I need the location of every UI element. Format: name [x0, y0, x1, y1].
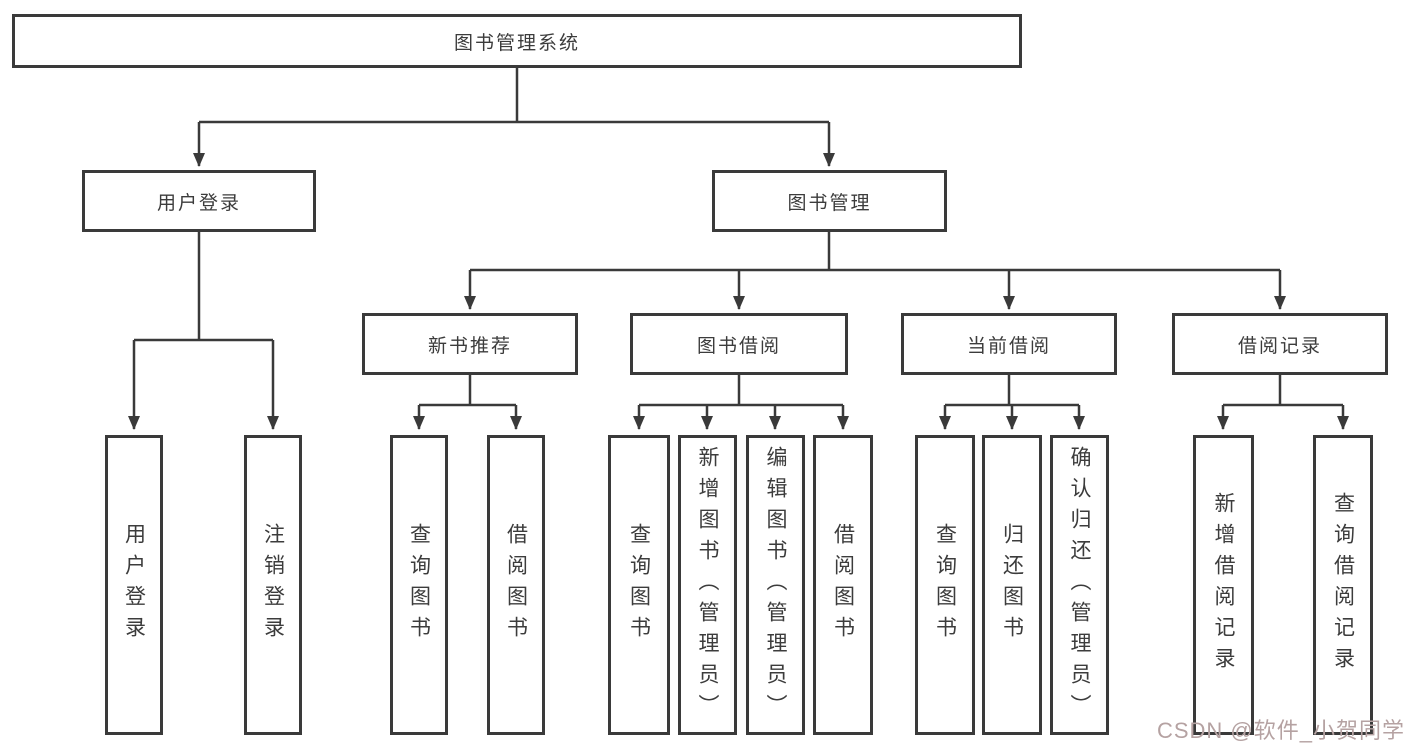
leaf-label: 编辑图书（管理员）	[764, 445, 787, 725]
leaf-logout: 注销登录	[244, 435, 302, 735]
node-label: 借阅记录	[1237, 335, 1322, 357]
node-label: 新书推荐	[427, 335, 512, 357]
leaf-query-borrow-record: 查询借阅记录	[1313, 435, 1373, 735]
leaf-borrow-books-recommend: 借阅图书	[487, 435, 545, 735]
node-label: 图书管理系统	[453, 32, 580, 54]
leaf-label: 查询图书	[627, 523, 651, 647]
leaf-add-borrow-record: 新增借阅记录	[1193, 435, 1254, 735]
leaf-edit-book-admin: 编辑图书（管理员）	[746, 435, 805, 735]
node-book-management: 图书管理	[712, 170, 947, 232]
leaf-add-book-admin: 新增图书（管理员）	[678, 435, 737, 735]
leaf-label: 新增图书（管理员）	[696, 445, 719, 725]
leaf-label: 借阅图书	[831, 523, 855, 647]
node-label: 图书借阅	[696, 335, 781, 357]
node-user-login: 用户登录	[82, 170, 316, 232]
node-book-management-system: 图书管理系统	[12, 14, 1022, 68]
leaf-label: 借阅图书	[504, 523, 528, 647]
node-book-borrowing: 图书借阅	[630, 313, 848, 375]
leaf-label: 查询图书	[407, 523, 431, 647]
leaf-label: 注销登录	[261, 523, 285, 647]
leaf-query-books-recommend: 查询图书	[390, 435, 448, 735]
leaf-label: 新增借阅记录	[1212, 492, 1235, 678]
node-label: 用户登录	[156, 192, 241, 214]
leaf-borrow-books-borrow: 借阅图书	[813, 435, 873, 735]
leaf-user-login: 用户登录	[105, 435, 163, 735]
leaf-query-books-borrow: 查询图书	[608, 435, 670, 735]
leaf-confirm-return-admin: 确认归还（管理员）	[1050, 435, 1109, 735]
leaf-return-book: 归还图书	[982, 435, 1042, 735]
leaf-label: 用户登录	[122, 523, 146, 647]
leaf-label: 查询图书	[933, 523, 957, 647]
leaf-label: 确认归还（管理员）	[1068, 445, 1091, 725]
leaf-query-books-current: 查询图书	[915, 435, 975, 735]
csdn-watermark: CSDN @软件_小贺同学	[1156, 718, 1405, 743]
node-borrowing-records: 借阅记录	[1172, 313, 1388, 375]
leaf-label: 归还图书	[1000, 523, 1024, 647]
node-new-book-recommendation: 新书推荐	[362, 313, 578, 375]
leaf-label: 查询借阅记录	[1331, 492, 1355, 678]
node-label: 图书管理	[787, 192, 872, 214]
node-label: 当前借阅	[966, 335, 1051, 357]
node-current-borrowing: 当前借阅	[901, 313, 1117, 375]
